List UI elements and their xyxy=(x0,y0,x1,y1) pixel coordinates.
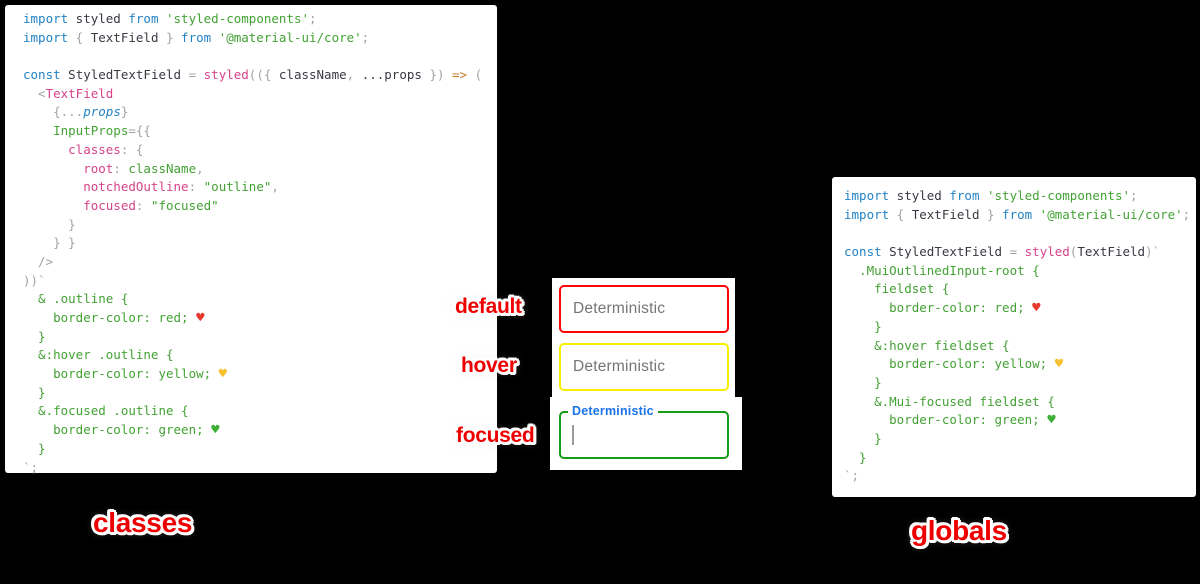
code-line: root: className, xyxy=(23,160,204,176)
text-cursor-icon xyxy=(572,425,574,445)
code-line xyxy=(23,47,493,66)
code-line: border-color: green; ♥ xyxy=(844,412,1056,429)
code-line: classes: { xyxy=(23,141,144,157)
code-line: fieldset { xyxy=(844,281,950,297)
code-line: &:hover .outline { xyxy=(23,347,174,363)
code-line: &.focused .outline { xyxy=(23,403,189,419)
code-line: & .outline { xyxy=(23,291,129,307)
code-line: import { TextField } from '@material-ui/… xyxy=(23,29,370,45)
code-line: &.Mui-focused fieldset { xyxy=(844,393,1055,409)
code-line: } xyxy=(23,384,46,400)
code-line: {...props} xyxy=(23,104,129,120)
focused-textfield-floating-label: Deterministic xyxy=(568,404,658,419)
hover-textfield-input[interactable] xyxy=(559,343,729,391)
code-line: } xyxy=(844,449,867,465)
code-line: InputProps={{ xyxy=(23,123,151,139)
code-line: /> xyxy=(23,253,54,269)
code-line: focused: "focused" xyxy=(23,197,219,213)
code-line: <TextField xyxy=(23,85,114,101)
code-line: } xyxy=(844,430,882,446)
state-label-focused: focused xyxy=(456,424,535,447)
code-line: `; xyxy=(844,468,860,484)
code-line xyxy=(844,224,1192,243)
code-line: border-color: red; ♥ xyxy=(23,310,205,326)
code-line: .MuiOutlinedInput-root { xyxy=(844,262,1040,278)
code-line: ))` xyxy=(23,272,46,288)
focused-textfield-input[interactable]: Deterministic xyxy=(559,404,729,459)
code-line: `; xyxy=(23,459,39,475)
code-line: border-color: yellow; ♥ xyxy=(844,356,1064,373)
code-line: import { TextField } from '@material-ui/… xyxy=(844,206,1191,222)
code-line: notchedOutline: "outline", xyxy=(23,179,279,195)
code-line: } xyxy=(844,318,882,334)
globals-code-snippet: import styled from 'styled-components'; i… xyxy=(832,177,1196,497)
code-line: border-color: yellow; ♥ xyxy=(23,366,228,383)
code-line: const StyledTextField = styled(({ classN… xyxy=(23,67,483,83)
code-line: import styled from 'styled-components'; xyxy=(844,188,1138,203)
caption-classes: classes xyxy=(93,507,193,538)
state-label-hover: hover xyxy=(461,354,517,377)
default-textfield-input[interactable] xyxy=(559,285,729,333)
code-line: } } xyxy=(23,235,76,251)
code-line: } xyxy=(844,374,882,390)
code-line: const StyledTextField = styled(TextField… xyxy=(844,244,1161,260)
code-line: border-color: red; ♥ xyxy=(844,300,1041,317)
code-line: import styled from 'styled-components'; xyxy=(23,11,317,26)
code-line: } xyxy=(23,216,76,232)
state-label-default: default xyxy=(455,295,522,318)
code-line: } xyxy=(23,328,46,344)
caption-globals: globals xyxy=(911,515,1007,546)
code-line: &:hover fieldset { xyxy=(844,337,1010,353)
code-line: } xyxy=(23,440,46,456)
code-line: border-color: green; ♥ xyxy=(23,422,220,439)
classes-code-snippet: import styled from 'styled-components'; i… xyxy=(5,5,497,475)
